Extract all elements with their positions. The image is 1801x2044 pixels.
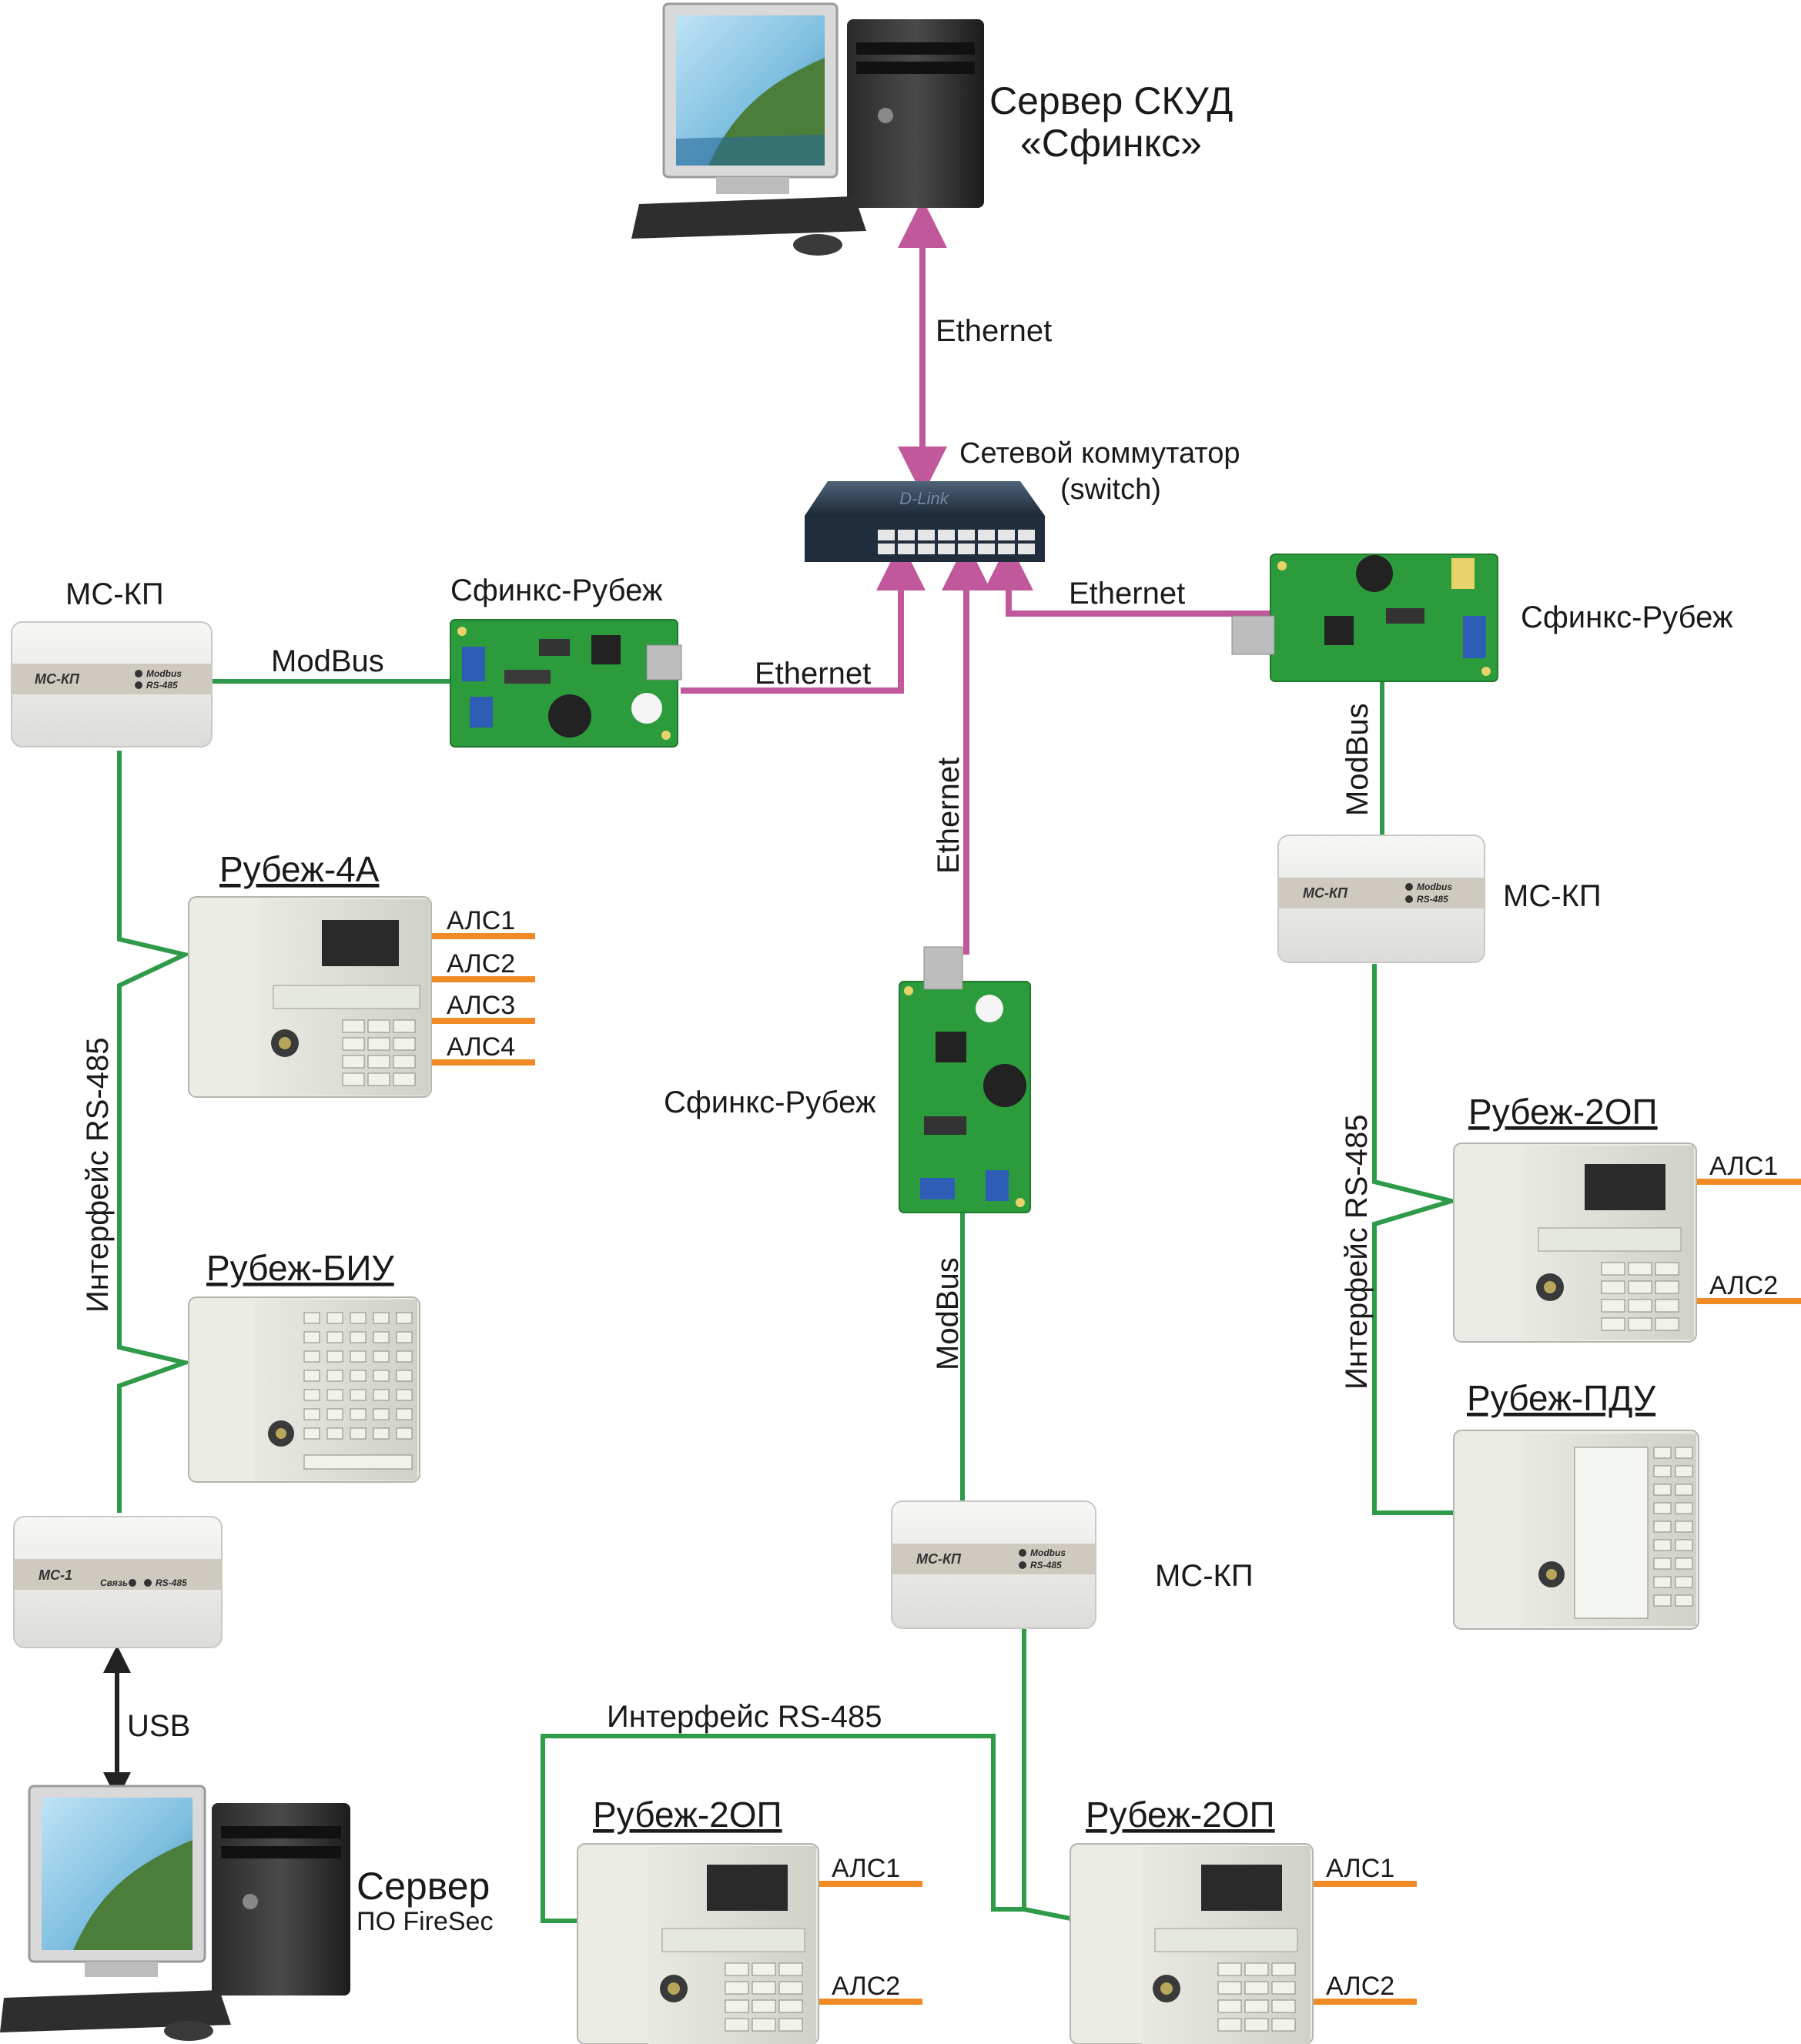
modbus-label-center: ModBus [931, 1257, 965, 1370]
rubezh2op-bl-als2: АЛС2 [832, 1972, 900, 2001]
rs485-right-bus [1372, 964, 1461, 1515]
rubezh2op-br-title: Рубеж-2ОП [1086, 1795, 1275, 1835]
server-skud-keyboard [631, 196, 866, 256]
rubezh-pdu-title: Рубеж-ПДУ [1467, 1378, 1656, 1418]
sfinx-right-label: Сфинкс-Рубеж [1521, 600, 1733, 634]
mskp-left-face: МС-КП [35, 671, 80, 687]
mskp-right-label: МС-КП [1503, 879, 1602, 913]
rubezh4a-device [188, 896, 432, 1098]
usb-label: USB [127, 1709, 190, 1743]
switch-ports [878, 530, 1035, 554]
mskp-right-led-rs485: RS-485 [1417, 894, 1448, 905]
ethernet-right-sfinx [984, 541, 1270, 617]
rubezh2op-right-als1: АЛС1 [1709, 1152, 1778, 1181]
ms1-device: МС-1 Связь RS-485 [13, 1516, 223, 1648]
mskp-left-label: МС-КП [65, 577, 164, 611]
rubezh2op-bl-title: Рубеж-2ОП [593, 1795, 782, 1835]
rs485-left-bus [117, 751, 193, 1513]
ethernet-lines [681, 199, 1270, 955]
rubezh-biu-device [188, 1296, 420, 1483]
firesec-label-line1: Сервер [357, 1865, 490, 1908]
ethernet-label-left: Ethernet [755, 657, 871, 691]
network-switch: D-Link [805, 481, 1045, 562]
mskp-left-led-modbus: Modbus [146, 668, 182, 679]
rubezh2op-right-device [1453, 1142, 1697, 1343]
rubezh-biu-title: Рубеж-БИУ [206, 1248, 394, 1288]
mskp-center-led-rs485: RS-485 [1030, 1560, 1062, 1571]
firesec-keyboard [0, 1990, 231, 2041]
ethernet-label-right: Ethernet [1069, 577, 1185, 611]
sfinx-left-label: Сфинкс-Рубеж [450, 574, 663, 607]
mskp-center-led-modbus: Modbus [1030, 1547, 1066, 1558]
ethernet-label-top: Ethernet [936, 314, 1052, 348]
rubezh-pdu-device [1453, 1430, 1699, 1630]
ethernet-label-center: Ethernet [932, 758, 966, 874]
rubezh2op-bl-als1: АЛС1 [832, 1854, 900, 1883]
rubezh4a-als2: АЛС2 [447, 949, 515, 979]
switch-label-line2: (switch) [1060, 473, 1161, 506]
mskp-right-face: МС-КП [1303, 885, 1348, 901]
mskp-right-led-modbus: Modbus [1417, 881, 1452, 892]
als-lines [431, 933, 1801, 2005]
rubezh2op-right-als2: АЛС2 [1709, 1271, 1778, 1300]
modbus-label-left: ModBus [271, 644, 384, 678]
rubezh2op-bl-device [577, 1843, 819, 2044]
rs485-label-left: Интерфейс RS-485 [81, 1038, 115, 1313]
rs485-label-bottom: Интерфейс RS-485 [607, 1700, 882, 1734]
rubezh4a-als3: АЛС3 [447, 991, 515, 1020]
server-skud-computer [631, 2, 984, 256]
mskp-center-label: МС-КП [1155, 1559, 1254, 1593]
green-lines [117, 679, 1461, 1923]
ethernet-left-sfinx [681, 541, 926, 694]
modbus-label-right: ModBus [1341, 703, 1374, 816]
server-skud-label-line2: «Сфинкс» [1020, 122, 1202, 165]
rubezh2op-br-als2: АЛС2 [1326, 1972, 1394, 2001]
mskp-center-device: МС-КП Modbus RS-485 [891, 1500, 1096, 1629]
rubezh2op-right-title: Рубеж-2ОП [1468, 1092, 1658, 1132]
sfinx-center-label: Сфинкс-Рубеж [664, 1086, 876, 1119]
firesec-monitor [28, 1785, 206, 1977]
ms1-svyaz: Связь [100, 1577, 128, 1588]
mskp-right-device: МС-КП Modbus RS-485 [1277, 835, 1485, 963]
server-skud-label-line1: Сервер СКУД [989, 79, 1233, 122]
rubezh4a-title: Рубеж-4А [219, 849, 380, 889]
connections [103, 199, 1801, 2005]
ms1-face: МС-1 [38, 1567, 72, 1583]
rs485-label-right: Интерфейс RS-485 [1340, 1115, 1374, 1390]
rubezh4a-als1: АЛС1 [447, 906, 515, 935]
rubezh2op-br-als1: АЛС1 [1326, 1854, 1394, 1883]
rubezh4a-als4: АЛС4 [447, 1032, 515, 1062]
firesec-server-computer [0, 1785, 350, 2041]
switch-brand: D-Link [899, 489, 949, 508]
switch-label-line1: Сетевой коммутатор [959, 437, 1240, 470]
sfinx-center-board [899, 946, 1031, 1213]
mskp-left-led-rs485: RS-485 [146, 680, 178, 691]
sfinx-right-board [1231, 554, 1498, 682]
mskp-center-face: МС-КП [916, 1551, 962, 1567]
ms1-rs485: RS-485 [156, 1577, 187, 1588]
firesec-label-line2: ПО FireSec [357, 1907, 493, 1936]
sfinx-left-board [450, 619, 682, 748]
mskp-left-device: МС-КП Modbus RS-485 [11, 621, 213, 748]
rubezh2op-br-device [1070, 1843, 1314, 2044]
server-skud-monitor [662, 2, 839, 194]
